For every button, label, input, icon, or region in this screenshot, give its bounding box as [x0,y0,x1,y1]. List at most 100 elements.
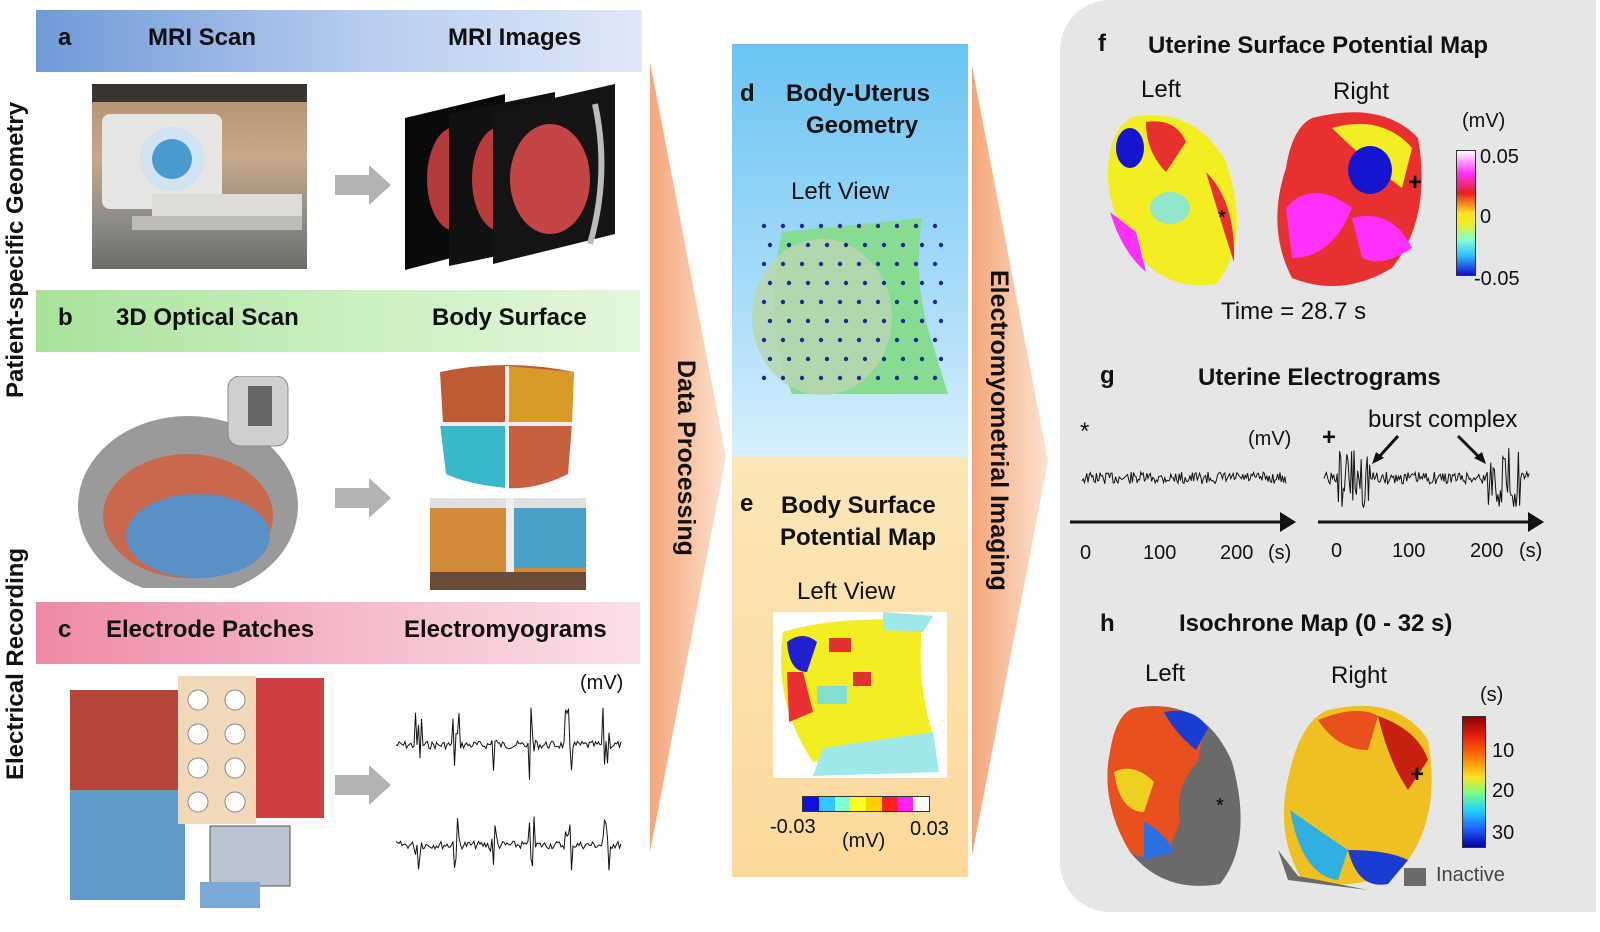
panel-c-right-title: Electromyograms [404,616,607,643]
electrode-dot [837,299,843,305]
electrode-dot [913,299,919,305]
panel-h-left-label: Left [1145,660,1186,687]
electrode-dot [767,356,773,362]
panel-h-left-marker: * [1216,795,1224,817]
electrode-dot [900,356,906,362]
panel-f-time: Time = 28.7 s [1221,298,1367,325]
electrode-dot [938,318,944,324]
inactive-swatch [1404,868,1426,886]
electrode-dot [805,356,811,362]
panel-g-left-tick-1: 100 [1143,542,1177,564]
uterus-left-isochrone: * [1107,706,1241,886]
arrow-a [335,165,391,205]
electrode-dot [900,280,906,286]
electrode-dot [837,261,843,267]
panel-a-letter: a [58,24,72,51]
electrode-dot [818,337,824,343]
panel-f-right-marker: + [1408,169,1422,196]
panel-c-left-title: Electrode Patches [106,616,315,643]
body-uterus-geometry [752,212,952,395]
mri-scanner-graphic [92,84,307,230]
electrogram-right [1323,448,1530,508]
electrode-dot [932,299,938,305]
electrode-dot [843,318,849,324]
panel-b-right-title: Body Surface [432,304,587,331]
body-surface-graphic [440,365,574,489]
optical-scan-photo [78,376,306,588]
data-processing-arrow [650,62,726,852]
body-uterus-graphic [752,218,948,395]
electrode-dot [862,356,868,362]
panel-f-colorbar [1456,150,1476,276]
panel-h-letter: h [1100,610,1115,637]
electrode-dot [761,223,767,229]
electrode-dot [856,223,862,229]
panel-h-right-label: Right [1331,662,1388,689]
time-axis-right-head [1528,512,1544,532]
panel-e-color-scale [802,796,930,812]
electromyogram-traces [395,707,622,871]
electrode-dot [843,242,849,248]
panel-e-scale-min: -0.03 [770,816,816,838]
electrode-dot [875,223,881,229]
electrode-dot [856,375,862,381]
emg-unit: (mV) [580,672,624,694]
electrode-dot [932,223,938,229]
electrode-dot [799,337,805,343]
emg-trace-1 [395,816,622,871]
electrode-dot [919,242,925,248]
electrode-dot [818,375,824,381]
electrode-dot [862,318,868,324]
electrode-dot [919,356,925,362]
electrode-dot [767,242,773,248]
electrode-dot [875,261,881,267]
electrode-dot [843,280,849,286]
panel-h-colorbar [1462,716,1486,848]
mri-images-stack [405,84,615,270]
electrode-dot [818,223,824,229]
panel-h-right-marker: + [1410,761,1424,788]
data-processing-label: Data Processing [672,360,700,556]
electrode-dot [837,223,843,229]
scale-swatch [850,797,866,811]
panel-f-left-label: Left [1141,76,1182,103]
burst-complex-arrows [1372,434,1486,464]
electrode-dot [761,299,767,305]
electrode-dot [932,337,938,343]
panel-g-letter: g [1100,362,1115,389]
body-surface-mesh [436,362,578,494]
electrode-dot [913,223,919,229]
uterus-right-isochrone: + [1278,705,1432,890]
electrode-dot [881,356,887,362]
scale-swatch [818,797,835,811]
panel-g-left-tick-2: 200 [1220,542,1254,564]
panel-g-right-axis-unit: (s) [1519,540,1543,562]
panel-e-unit: (mV) [842,830,886,852]
electrode-dot [938,356,944,362]
panel-h-tick-10: 10 [1492,740,1515,762]
panel-h-unit: (s) [1480,684,1504,706]
electrode-dot [856,299,862,305]
electrode-dot [824,318,830,324]
panel-a-right-title: MRI Images [448,24,582,51]
electrode-dot [780,337,786,343]
panel-g-left-tick-0: 0 [1080,542,1092,564]
scale-swatch [866,797,882,811]
panel-f-title: Uterine Surface Potential Map [1148,32,1489,59]
panel-a-header: a MRI Scan MRI Images [36,10,642,72]
panel-f-letter: f [1098,30,1106,57]
electrode-dot [837,337,843,343]
side-label-recording: Electrical Recording [2,547,29,780]
electrode-dot [900,242,906,248]
optical-scan-graphic [78,376,298,588]
electrode-dot [932,375,938,381]
electrode-dot [799,299,805,305]
panel-b-header: b 3D Optical Scan Body Surface [36,290,640,352]
panel-a-left-title: MRI Scan [148,24,257,51]
panel-f-right-label: Right [1333,78,1390,105]
electrode-dot [824,280,830,286]
panel-b-left-title: 3D Optical Scan [116,304,299,331]
electrode-dot [843,356,849,362]
electrode-dot [938,280,944,286]
electrode-dot [875,299,881,305]
